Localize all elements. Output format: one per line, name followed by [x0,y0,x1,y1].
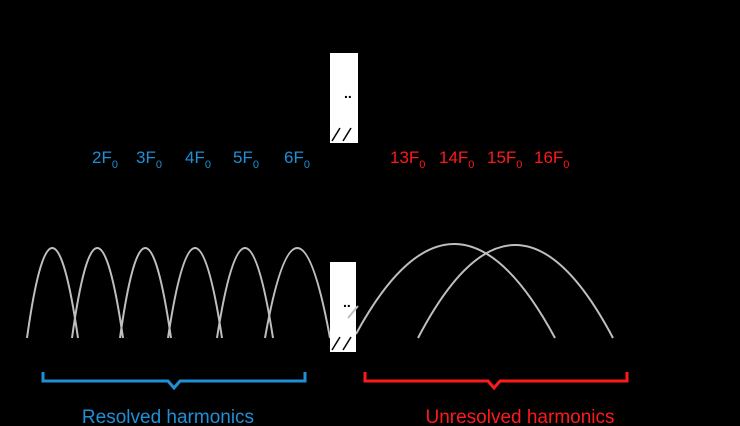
filter-curve-1 [26,247,79,339]
resolved-caption: Resolved harmonics [82,407,254,426]
filter-curve-6 [264,247,331,339]
harmonic-label-15f0: 15F0 [487,148,522,171]
axis-break-top: .. [330,53,358,143]
unresolved-harmonic-labels: 13F0 14F0 15F0 16F0 [390,148,569,171]
resolved-harmonic-labels: 2F0 3F0 4F0 5F0 6F0 [92,148,310,171]
harmonic-label-5f0: 5F0 [233,148,259,171]
resolved-brace [41,372,307,391]
break-curve-tail [347,305,359,319]
filter-curve-3 [119,247,172,339]
filter-curve-2 [71,247,124,339]
axis-break-top-dots: .. [344,85,352,101]
unresolved-caption: Unresolved harmonics [425,407,614,426]
axis-break-bottom-slash-left [331,336,341,351]
unresolved-brace [363,372,629,391]
axis-break-bottom: .. [330,262,359,352]
harmonic-label-16f0: 16F0 [534,148,569,171]
axis-break-top-slash-left [331,127,341,142]
harmonic-label-14f0: 14F0 [439,148,474,171]
narrow-filter-curves [26,247,331,339]
harmonic-label-3f0: 3F0 [136,148,162,171]
harmonic-label-6f0: 6F0 [284,148,310,171]
axis-break-top-slash-right [342,127,352,142]
axis-break-top-box [330,53,358,143]
axis-break-bottom-box [330,262,356,352]
filter-curve-7 [355,243,556,339]
wide-filter-curves [355,243,614,339]
axis-break-bottom-slash-right [342,336,352,351]
harmonic-label-2f0: 2F0 [92,148,118,171]
filter-curve-4 [167,247,223,339]
axis-break-bottom-dots: .. [343,294,351,310]
harmonic-label-13f0: 13F0 [390,148,425,171]
harmonic-label-4f0: 4F0 [185,148,211,171]
filter-curve-5 [216,247,274,339]
filter-curve-8 [417,244,614,339]
